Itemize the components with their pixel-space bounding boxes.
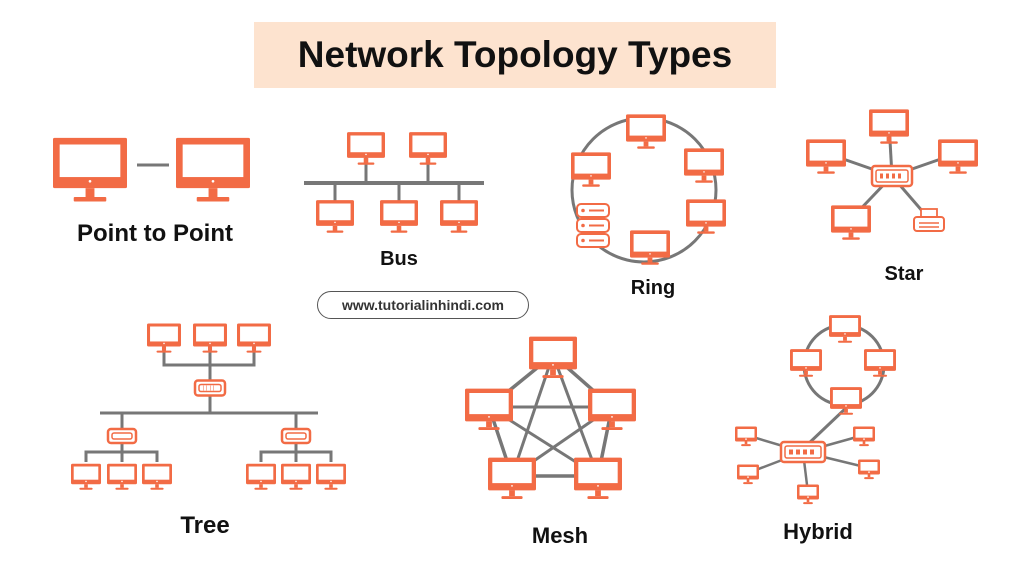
switch-icon [106, 427, 138, 445]
label-ring: Ring [630, 277, 676, 299]
monitor-icon [142, 463, 172, 490]
monitor-icon [864, 349, 896, 377]
monitor-icon [53, 137, 127, 202]
switch-icon [779, 440, 827, 464]
label-point-to-point: Point to Point [77, 220, 233, 247]
monitor-icon [281, 463, 311, 490]
switch-icon [193, 379, 227, 397]
monitor-icon [465, 388, 513, 430]
printer-icon [913, 208, 945, 232]
monitor-icon [316, 463, 346, 490]
monitor-icon [938, 139, 978, 174]
monitor-icon [830, 387, 862, 415]
switch-icon [870, 164, 914, 188]
devices [53, 109, 978, 505]
website-url: www.tutorialinhindi.com [341, 297, 505, 313]
monitor-icon [107, 463, 137, 490]
label-mesh: Mesh [531, 523, 589, 548]
monitor-icon [409, 132, 447, 165]
server-icon [576, 203, 610, 248]
monitor-icon [869, 109, 909, 144]
monitor-icon [440, 200, 478, 233]
monitor-icon [574, 457, 622, 499]
monitor-icon [176, 137, 250, 202]
monitor-icon [858, 459, 880, 480]
monitor-icon [684, 148, 724, 183]
monitor-icon [71, 463, 101, 490]
label-star: Star [884, 263, 924, 285]
label-hybrid: Hybrid [783, 519, 853, 544]
monitor-icon [630, 230, 670, 265]
monitor-icon [806, 139, 846, 174]
monitor-icon [790, 349, 822, 377]
monitor-icon [686, 199, 726, 234]
monitor-icon [193, 323, 227, 353]
label-bus: Bus [380, 248, 418, 270]
monitor-icon [853, 426, 875, 447]
switch-icon [280, 427, 312, 445]
monitor-icon [571, 152, 611, 187]
monitor-icon [237, 323, 271, 353]
monitor-icon [737, 464, 759, 485]
title-banner: Network Topology Types [254, 22, 776, 88]
monitor-icon [829, 315, 861, 343]
monitor-icon [147, 323, 181, 353]
monitor-icon [797, 484, 819, 505]
monitor-icon [347, 132, 385, 165]
monitor-icon [831, 205, 871, 240]
label-tree: Tree [180, 512, 230, 539]
monitor-icon [735, 426, 757, 447]
monitor-icon [488, 457, 536, 499]
monitor-icon [529, 336, 577, 378]
monitor-icon [626, 114, 666, 149]
monitor-icon [380, 200, 418, 233]
monitor-icon [588, 388, 636, 430]
monitor-icon [316, 200, 354, 233]
website-badge: www.tutorialinhindi.com [317, 291, 529, 319]
monitor-icon [246, 463, 276, 490]
page-title: Network Topology Types [297, 34, 733, 75]
